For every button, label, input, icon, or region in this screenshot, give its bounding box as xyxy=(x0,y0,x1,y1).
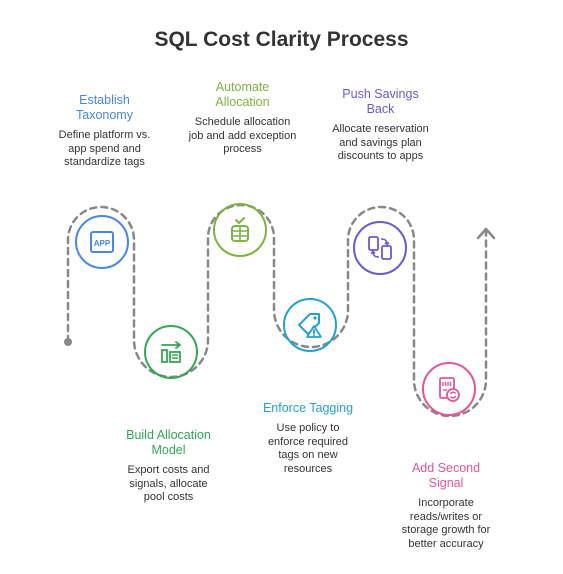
step-label-automate-allocation: Automate Allocation Schedule allocation … xyxy=(180,80,305,157)
step-node-automate-allocation xyxy=(213,203,267,257)
step-title: Add Second Signal xyxy=(411,461,481,490)
step-title: Enforce Tagging xyxy=(262,401,354,415)
step-title: Push Savings Back xyxy=(342,87,419,116)
step-description: Allocate reservation and savings plan di… xyxy=(332,123,429,162)
step-label-add-second-signal: Add Second Signal Incorporate reads/writ… xyxy=(381,461,511,551)
step-description: Define platform vs. app spend and standa… xyxy=(58,129,151,168)
step-title: Automate Allocation xyxy=(215,80,270,109)
page-title: SQL Cost Clarity Process xyxy=(154,28,409,51)
svg-text:APP: APP xyxy=(94,239,111,248)
step-label-build-allocation-model: Build Allocation Model Export costs and … xyxy=(106,428,231,505)
step-node-build-allocation-model xyxy=(144,325,198,379)
step-node-add-second-signal xyxy=(422,362,476,416)
path-start-dot xyxy=(64,338,72,346)
tag-warning-icon xyxy=(298,313,322,338)
allocation-model-icon xyxy=(161,341,181,363)
app-icon: APP xyxy=(90,231,114,253)
path-end-arrow-icon xyxy=(476,227,496,240)
step-label-push-savings-back: Push Savings Back Allocate reservation a… xyxy=(318,87,443,164)
step-label-enforce-tagging: Enforce Tagging Use policy to enforce re… xyxy=(243,401,373,476)
step-title: Build Allocation Model xyxy=(126,428,211,457)
step-node-establish-taxonomy: APP xyxy=(75,215,129,269)
step-description: Schedule allocation job and add exceptio… xyxy=(188,116,297,155)
step-node-push-savings-back xyxy=(353,221,407,275)
database-check-icon xyxy=(231,217,249,242)
step-title: Establish Taxonomy xyxy=(76,93,133,122)
step-description: Export costs and signals, allocate pool … xyxy=(127,464,210,503)
document-refresh-icon xyxy=(439,377,460,402)
step-description: Incorporate reads/writes or storage grow… xyxy=(401,497,491,550)
device-sync-icon xyxy=(368,236,392,260)
step-label-establish-taxonomy: Establish Taxonomy Define platform vs. a… xyxy=(42,93,167,170)
step-description: Use policy to enforce required tags on n… xyxy=(267,422,349,475)
step-node-enforce-tagging xyxy=(283,298,337,352)
